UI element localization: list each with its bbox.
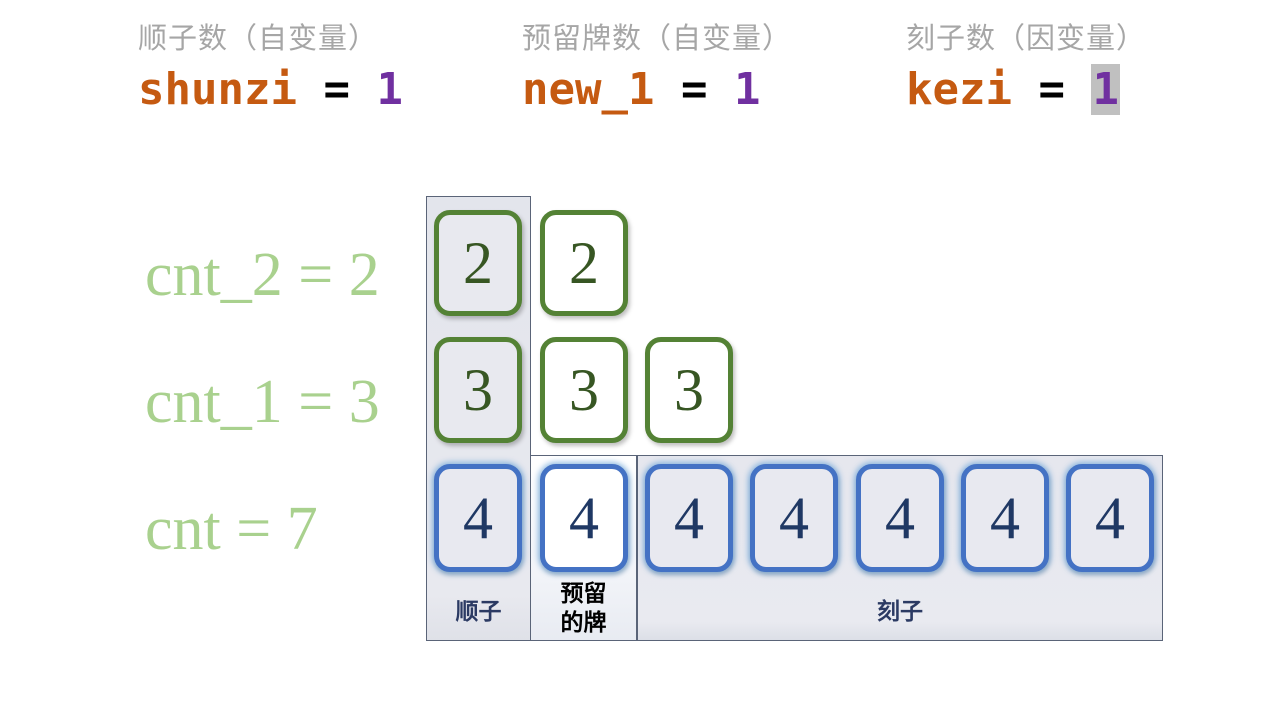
variable-caption: 预留牌数（自变量） [522,21,793,55]
variable-expression: shunzi = 1 [138,62,403,118]
tile-card: 2 [540,210,628,316]
tile-card: 4 [961,464,1049,572]
variable-new-1: 预留牌数（自变量） new_1 = 1 [522,18,792,118]
tile-card: 4 [645,464,733,572]
variable-name: shunzi [138,64,297,115]
count-label-cnt-1: cnt_1 = 3 [145,368,380,436]
variable-caption: 顺子数（自变量） [138,21,379,55]
group-label-reserve: 预留 的牌 [531,580,636,638]
group-label-kezi: 刻子 [877,599,923,625]
variable-caption: 刻子数（因变量） [906,21,1147,55]
variable-expression: kezi = 1 [906,62,1146,118]
variable-kezi: 刻子数（因变量） kezi = 1 [906,18,1146,118]
tile-card: 4 [856,464,944,572]
tile-card: 3 [540,337,628,443]
tile-card: 4 [750,464,838,572]
group-label-reserve-line1: 预留 [560,581,607,607]
equals-sign: = [1038,64,1065,115]
variable-expression: new_1 = 1 [522,62,792,118]
tile-card: 2 [434,210,522,316]
variable-value: 1 [733,64,761,115]
tile-card: 3 [434,337,522,443]
group-label-shunzi: 顺子 [455,599,502,625]
variable-value: 1 [376,64,403,115]
tile-card: 4 [540,464,628,572]
equals-sign: = [680,64,708,115]
count-label-cnt: cnt = 7 [145,495,318,563]
group-label-reserve-line2: 的牌 [560,610,607,636]
count-label-cnt-2: cnt_2 = 2 [145,241,380,309]
variable-value-highlighted: 1 [1091,64,1120,115]
variable-name: new_1 [522,64,655,115]
tile-card: 4 [434,464,522,572]
tile-card: 4 [1066,464,1154,572]
variable-shunzi: 顺子数（自变量） shunzi = 1 [138,18,403,118]
equals-sign: = [323,64,350,115]
variable-name: kezi [906,64,1012,115]
tile-card: 3 [645,337,733,443]
